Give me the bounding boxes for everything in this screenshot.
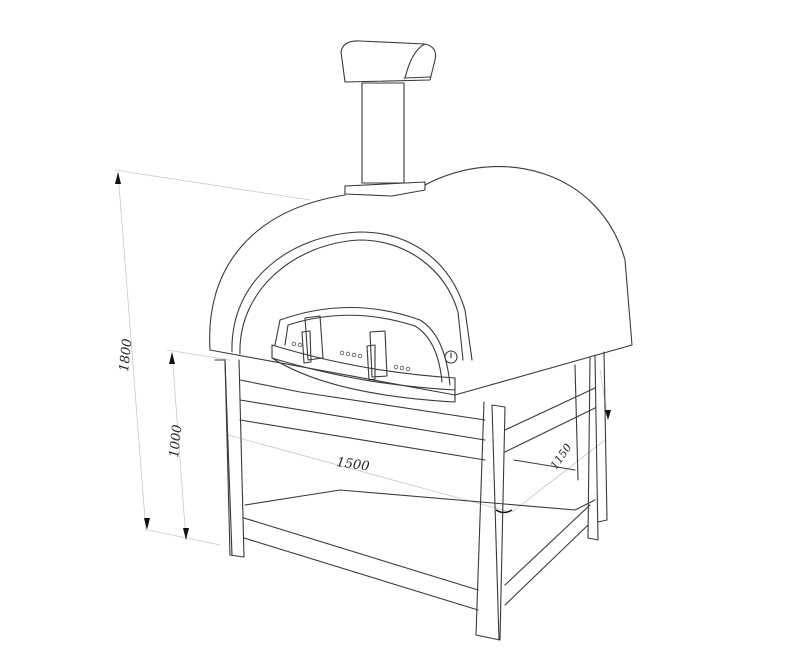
oven-stand <box>214 351 608 641</box>
chimney-cap-icon <box>340 40 437 83</box>
chimney-flange <box>344 181 426 197</box>
oven-dome <box>209 166 633 401</box>
thermometer-icon <box>444 350 458 364</box>
chimney <box>340 40 437 197</box>
dimension-lines <box>114 169 611 546</box>
dim-stand-height-label: 1000 <box>167 424 185 458</box>
left-door-handle <box>301 315 324 364</box>
right-door-handle <box>366 330 388 381</box>
dim-total-height-label: 1800 <box>117 338 135 372</box>
oven-mouth <box>271 307 456 403</box>
dim-width-label: 1500 <box>335 455 370 474</box>
